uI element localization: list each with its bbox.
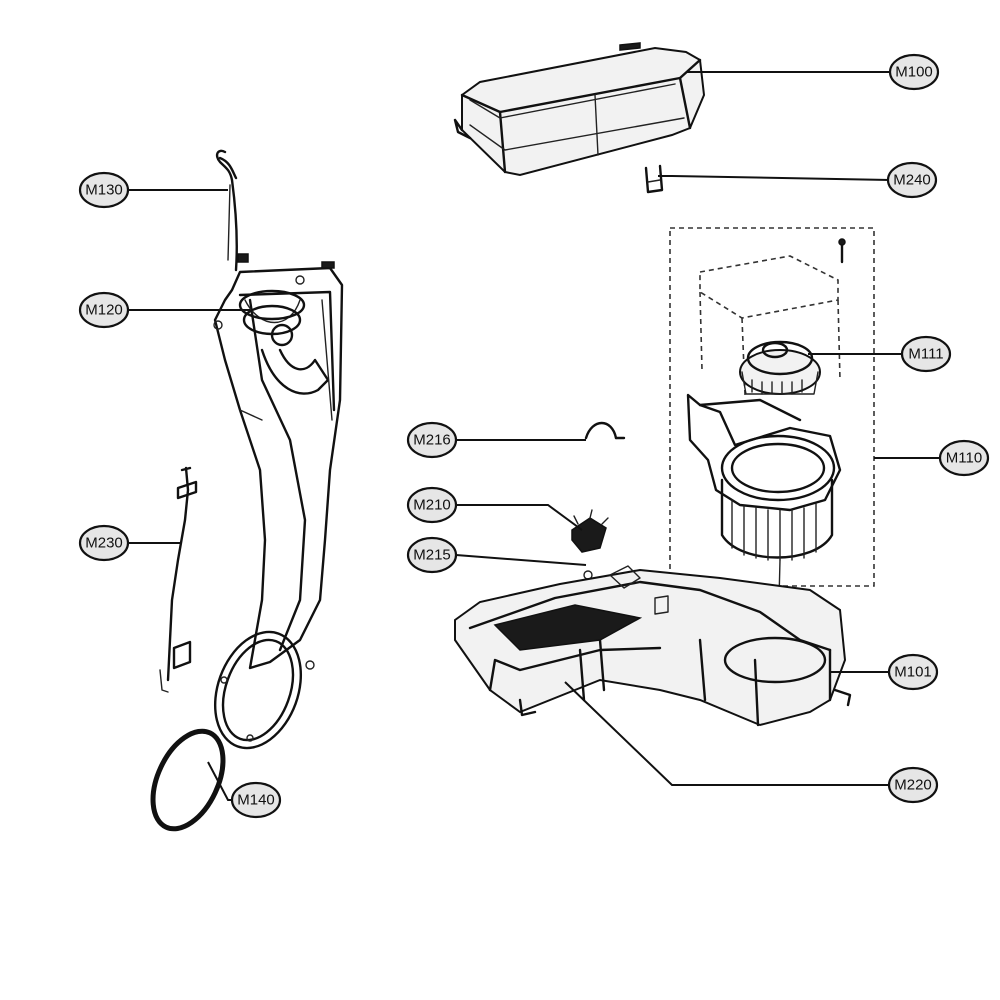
gasket-ring-part[interactable] bbox=[139, 720, 237, 840]
callout-label: M130 bbox=[85, 182, 123, 199]
sensor-cable-part[interactable] bbox=[159, 466, 198, 693]
callout-label: M216 bbox=[413, 432, 451, 449]
bracket-clip-part[interactable] bbox=[584, 421, 626, 440]
callout-m210[interactable]: M210 bbox=[406, 486, 458, 524]
callout-m220[interactable]: M220 bbox=[887, 766, 939, 804]
blower-fan-part[interactable] bbox=[686, 393, 842, 641]
callout-m215[interactable]: M215 bbox=[406, 536, 458, 574]
callout-m230[interactable]: M230 bbox=[78, 524, 130, 562]
filter-clip-part[interactable] bbox=[571, 509, 609, 580]
top-cover-part[interactable] bbox=[453, 42, 706, 177]
motor-part[interactable] bbox=[699, 238, 846, 396]
duct-flange-part[interactable] bbox=[200, 620, 316, 760]
callout-label: M215 bbox=[413, 547, 451, 564]
callout-m140[interactable]: M140 bbox=[230, 781, 282, 819]
callout-label: M210 bbox=[413, 497, 451, 514]
callout-m110[interactable]: M110 bbox=[938, 439, 990, 477]
callout-label: M111 bbox=[908, 346, 943, 363]
duct-housing-part[interactable] bbox=[213, 253, 344, 670]
callout-m216[interactable]: M216 bbox=[406, 421, 458, 459]
callout-m111[interactable]: M111 bbox=[900, 335, 952, 373]
callout-label: M110 bbox=[946, 450, 982, 467]
callout-label: M101 bbox=[894, 664, 932, 681]
leader-lines bbox=[126, 71, 942, 801]
callout-label: M140 bbox=[237, 792, 275, 809]
callout-label: M230 bbox=[85, 535, 123, 552]
motor-assembly-outline bbox=[669, 227, 875, 587]
callout-label: M100 bbox=[895, 64, 933, 81]
callout-label: M240 bbox=[893, 172, 931, 189]
callout-label: M220 bbox=[894, 777, 932, 794]
callout-label: M120 bbox=[85, 302, 123, 319]
callout-m120[interactable]: M120 bbox=[78, 291, 130, 329]
clip-part[interactable] bbox=[644, 164, 664, 194]
callout-m130[interactable]: M130 bbox=[78, 171, 130, 209]
callout-m100[interactable]: M100 bbox=[888, 53, 940, 91]
base-frame-part[interactable] bbox=[454, 565, 852, 727]
callout-m101[interactable]: M101 bbox=[887, 653, 939, 691]
wire-harness-part[interactable] bbox=[215, 149, 238, 272]
callout-m240[interactable]: M240 bbox=[886, 161, 938, 199]
